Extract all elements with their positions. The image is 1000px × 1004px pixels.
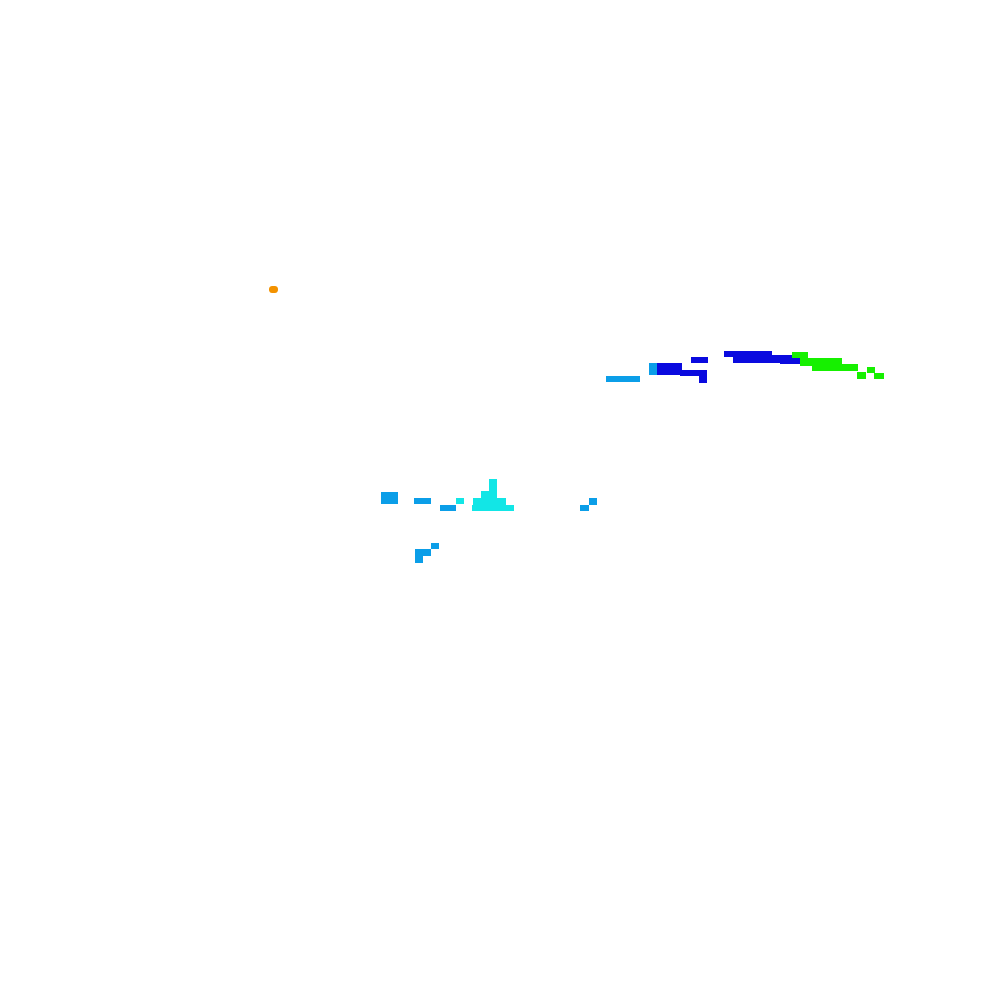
sky-block-16 <box>381 492 398 504</box>
blue-segment-5 <box>699 373 707 383</box>
blue-segment-7 <box>724 351 772 357</box>
green-segment-15 <box>874 373 884 379</box>
sky-segment-26 <box>431 543 439 549</box>
orange-dot-0 <box>269 286 278 293</box>
green-segment-11 <box>800 358 842 366</box>
green-segment-10 <box>792 352 808 358</box>
blue-segment-8 <box>733 355 792 363</box>
blue-segment-9 <box>780 357 800 364</box>
blue-segment-6 <box>691 357 708 363</box>
sky-segment-25 <box>589 498 597 505</box>
sky-segment-1 <box>606 376 640 382</box>
green-segment-14 <box>867 367 875 373</box>
cyan-peak-20 <box>489 479 497 493</box>
sky-segment-24 <box>580 505 589 511</box>
sky-segment-27 <box>415 549 431 556</box>
sky-segment-2 <box>649 363 657 375</box>
sky-segment-18 <box>440 505 456 511</box>
cyan-peak-21 <box>481 491 497 499</box>
sky-segment-28 <box>415 556 423 563</box>
blue-segment-4 <box>680 370 707 376</box>
cyan-peak-22 <box>473 498 506 505</box>
sky-segment-17 <box>414 498 431 504</box>
cyan-peak-23 <box>472 505 514 511</box>
green-segment-12 <box>812 364 858 371</box>
cyan-segment-19 <box>456 498 464 504</box>
blue-segment-3 <box>657 363 682 375</box>
green-segment-13 <box>857 372 866 379</box>
